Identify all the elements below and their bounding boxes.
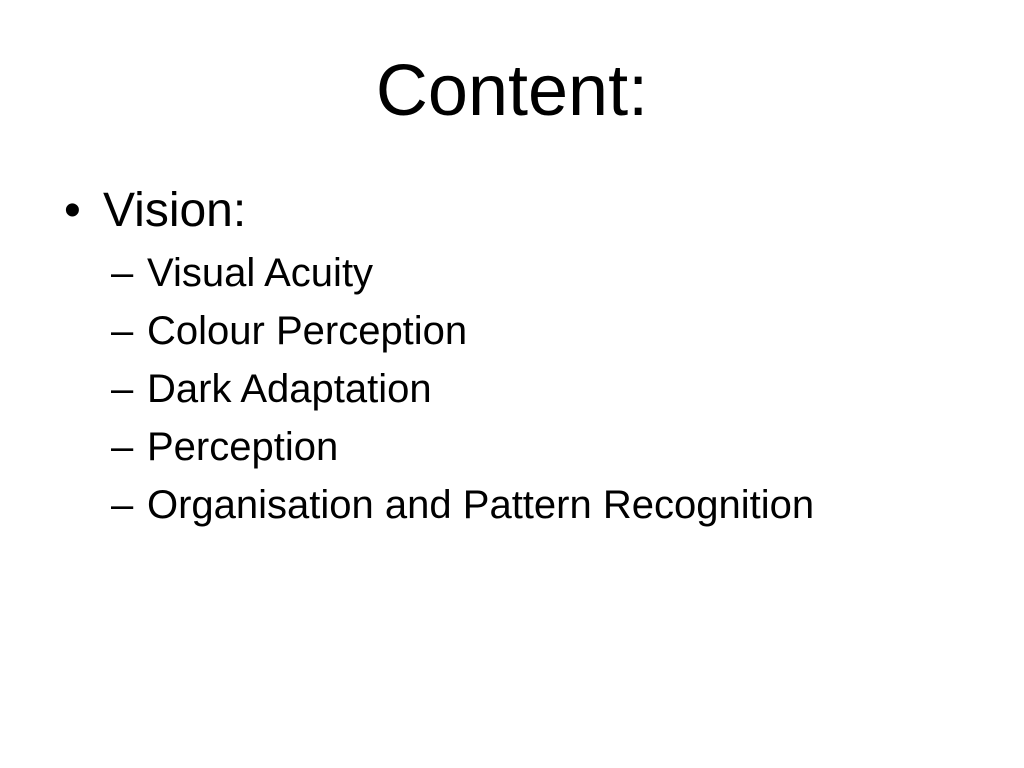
dash-marker-icon: – (111, 483, 134, 527)
list-item-label: Colour Perception (147, 309, 468, 353)
dash-marker-icon: – (111, 309, 134, 353)
bullet-dot-icon: • (64, 184, 81, 237)
list-item: – Colour Perception (111, 302, 814, 360)
sub-bullet-list: – Visual Acuity – Colour Perception – Da… (111, 244, 814, 534)
slide-title: Content: (375, 51, 649, 131)
list-item-label: Dark Adaptation (147, 367, 432, 411)
list-item-label: Visual Acuity (147, 251, 374, 295)
bullet-item-vision: • Vision: (64, 182, 246, 240)
list-item: – Organisation and Pattern Recognition (111, 476, 814, 534)
bullet-item-label: Vision: (103, 184, 247, 237)
dash-marker-icon: – (111, 425, 134, 469)
dash-marker-icon: – (111, 367, 134, 411)
list-item: – Dark Adaptation (111, 360, 814, 418)
list-item-label: Perception (147, 425, 339, 469)
list-item: – Perception (111, 418, 814, 476)
dash-marker-icon: – (111, 251, 134, 295)
list-item-label: Organisation and Pattern Recognition (147, 483, 815, 527)
list-item: – Visual Acuity (111, 244, 814, 302)
